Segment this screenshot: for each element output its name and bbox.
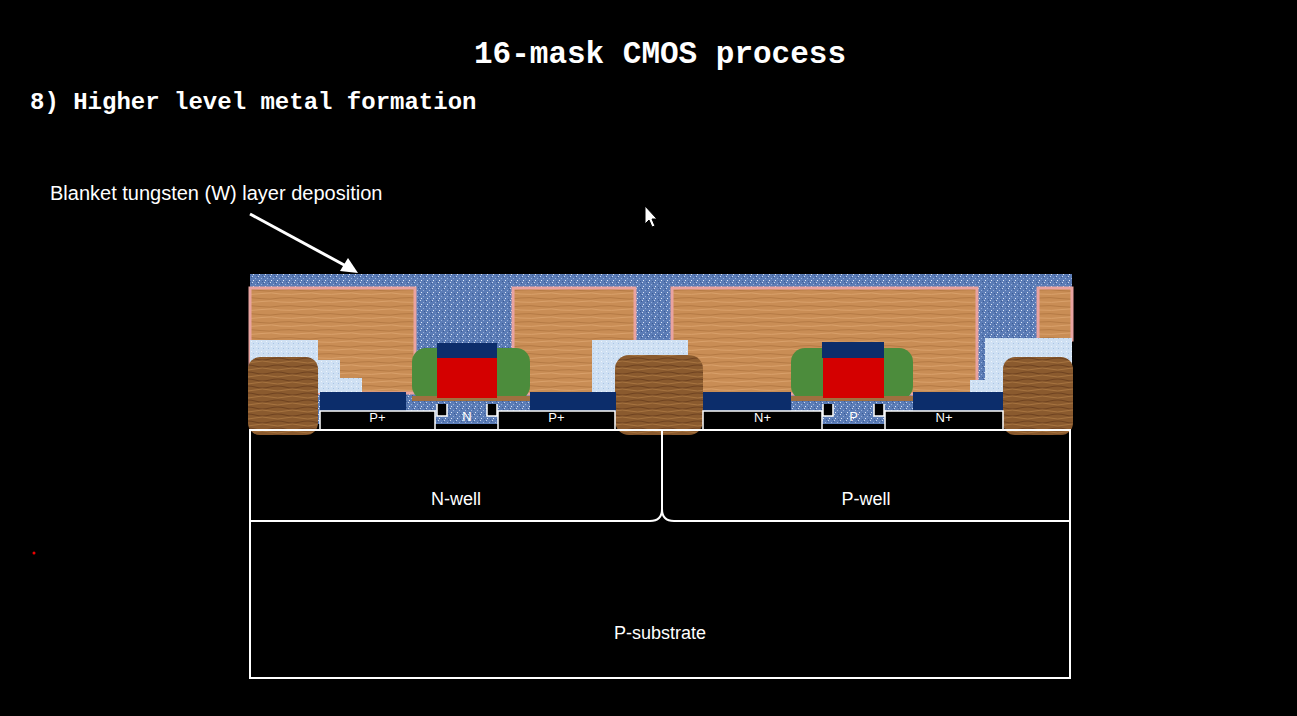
diffusion-region: P+ xyxy=(320,411,435,430)
page-title: 16-mask CMOS process xyxy=(23,35,1297,75)
region-label: N-well xyxy=(250,488,662,510)
diffusion-region: P+ xyxy=(498,411,615,430)
region-label: N+ xyxy=(885,410,1003,426)
well-region: P-wellN+PN+ xyxy=(662,436,1070,521)
region-label: N xyxy=(447,409,487,425)
region-label: P-substrate xyxy=(250,622,1070,644)
well-region: N-wellP+NP+ xyxy=(250,436,662,521)
channel-region: N xyxy=(447,404,487,430)
region-label: N+ xyxy=(703,410,822,426)
step-heading: 8) Higher level metal formation xyxy=(30,88,476,117)
region-label: P-well xyxy=(662,488,1070,510)
region-label: P+ xyxy=(320,410,435,426)
region-label: P xyxy=(833,409,874,425)
region-label: P+ xyxy=(498,410,615,426)
substrate-region: P-substrate N-wellP+NP+P-wellN+PN+ xyxy=(250,430,1070,678)
callout-label: Blanket tungsten (W) layer deposition xyxy=(50,181,382,205)
diffusion-region: N+ xyxy=(885,411,1003,430)
channel-region: P xyxy=(833,404,874,430)
diffusion-region: N+ xyxy=(703,411,822,430)
